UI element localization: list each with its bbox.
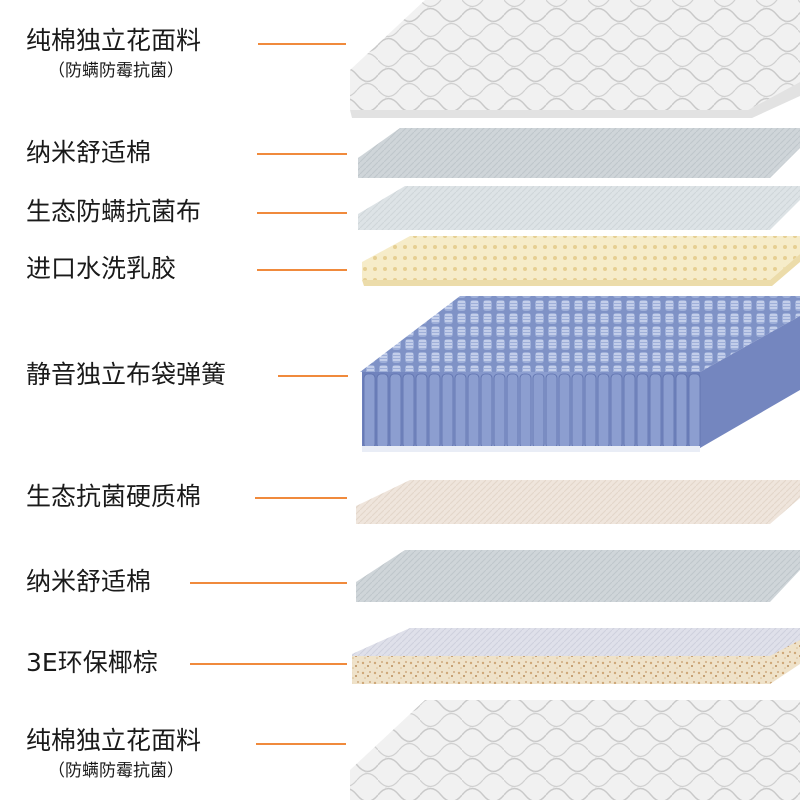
layer-illustration-fabric-light bbox=[358, 186, 800, 230]
spring-pocket bbox=[402, 373, 415, 449]
layer-illustration-foam-grey-2 bbox=[356, 550, 800, 602]
leader-line-4 bbox=[257, 269, 347, 271]
layer-label-4: 进口水洗乳胶 bbox=[26, 254, 177, 283]
spring-pocket bbox=[389, 373, 402, 449]
spring-pocket bbox=[428, 373, 441, 449]
spring-pocket bbox=[571, 373, 584, 449]
spring-pocket bbox=[493, 373, 506, 449]
spring-pocket bbox=[610, 373, 623, 449]
layer-sublabel-1: （防螨防霉抗菌） bbox=[48, 61, 184, 81]
leader-line-5 bbox=[278, 375, 348, 377]
spring-pocket bbox=[675, 373, 688, 449]
spring-pocket bbox=[545, 373, 558, 449]
layer-illustration-coir bbox=[352, 628, 800, 684]
layer-label-2: 纳米舒适棉 bbox=[26, 138, 152, 167]
leader-line-6 bbox=[255, 497, 347, 499]
spring-pocket bbox=[454, 373, 467, 449]
spring-pocket bbox=[623, 373, 636, 449]
layer-illustration-foam-beige bbox=[356, 480, 800, 524]
spring-pocket bbox=[584, 373, 597, 449]
layer-label-6: 生态抗菌硬质棉 bbox=[26, 482, 202, 511]
spring-pocket bbox=[415, 373, 428, 449]
spring-pocket bbox=[363, 373, 376, 449]
layer-illustration-quilt-bottom bbox=[350, 700, 800, 800]
spring-pocket bbox=[662, 373, 675, 449]
leader-line-2 bbox=[257, 153, 347, 155]
leader-line-1 bbox=[258, 43, 346, 45]
layer-label-5: 静音独立布袋弹簧 bbox=[26, 360, 227, 389]
layer-sublabel-9: （防螨防霉抗菌） bbox=[48, 761, 184, 781]
layer-illustration-latex bbox=[362, 236, 800, 286]
layer-illustration-foam-grey-1 bbox=[358, 128, 800, 178]
spring-pocket bbox=[558, 373, 571, 449]
layer-label-1: 纯棉独立花面料 bbox=[26, 26, 202, 55]
layer-illustration-quilt-top bbox=[350, 0, 800, 118]
spring-pocket bbox=[649, 373, 662, 449]
spring-pocket bbox=[441, 373, 454, 449]
layer-label-8: 3E环保椰棕 bbox=[26, 648, 158, 677]
spring-pocket bbox=[506, 373, 519, 449]
spring-pocket bbox=[532, 373, 545, 449]
spring-pocket bbox=[519, 373, 532, 449]
leader-line-9 bbox=[256, 743, 346, 745]
spring-pocket bbox=[636, 373, 649, 449]
leader-line-3 bbox=[257, 212, 347, 214]
spring-pocket bbox=[467, 373, 480, 449]
layer-label-3: 生态防螨抗菌布 bbox=[26, 197, 202, 226]
layer-label-7: 纳米舒适棉 bbox=[26, 567, 152, 596]
leader-line-8 bbox=[190, 663, 347, 665]
layer-illustration-springs bbox=[360, 296, 800, 452]
leader-line-7 bbox=[190, 582, 347, 584]
spring-pocket bbox=[688, 373, 701, 449]
spring-pocket bbox=[597, 373, 610, 449]
spring-pocket bbox=[480, 373, 493, 449]
layer-label-9: 纯棉独立花面料 bbox=[26, 726, 202, 755]
spring-pocket bbox=[376, 373, 389, 449]
